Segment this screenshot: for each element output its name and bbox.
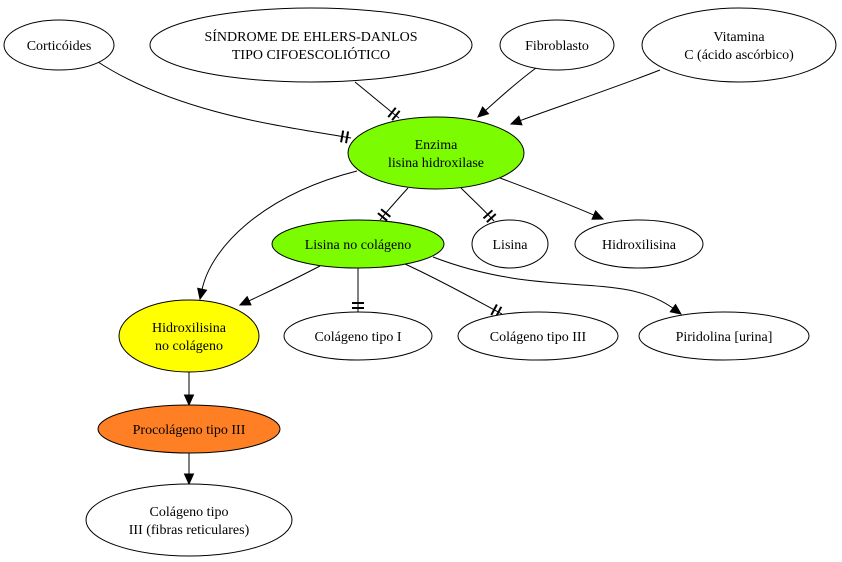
node-ellipse (283, 311, 433, 361)
node-ellipse (118, 299, 260, 373)
node-label: SÍNDROME DE EHLERS-DANLOS (204, 28, 417, 45)
node-ellipse (347, 116, 525, 190)
node-label: III (fibras reticulares) (129, 523, 250, 538)
node-vitamina: Vitamina C (ácido ascórbico) (641, 7, 837, 83)
arrowhead-icon (591, 210, 605, 220)
tee-bar-icon (377, 212, 388, 222)
node-label: Fibroblasto (525, 39, 589, 54)
node-label: Colágeno tipo (150, 505, 229, 520)
arrowhead-icon (477, 106, 490, 118)
node-ellipse (574, 219, 704, 269)
node-label: Colágeno tipo III (490, 330, 587, 345)
node-ellipse (638, 311, 810, 361)
node-enzima: Enzima lisina hidroxilase (347, 116, 525, 190)
tee-bar-icon (482, 209, 494, 220)
edge-line (460, 187, 495, 222)
edge-line (97, 61, 352, 139)
edge-fibroblasto-to-enzima (477, 67, 537, 118)
tee-bar-icon (486, 213, 497, 223)
edge-enzima-to-lisina (460, 187, 497, 223)
node-corticoides: Corticóides (3, 19, 115, 71)
node-ellipse (471, 219, 549, 269)
node-label: lisina hidroxilase (388, 156, 484, 171)
node-label: C (ácido ascórbico) (684, 48, 794, 63)
edge-line (404, 263, 503, 315)
arrowhead-icon (183, 473, 195, 486)
edge-procolageno-to-colageno-fibras (183, 452, 195, 486)
node-fibroblasto: Fibroblasto (499, 19, 615, 71)
node-label: TIPO CIFOESCOLIÓTICO (232, 46, 390, 63)
node-label: Hidroxilisina (152, 321, 227, 336)
node-lisina: Lisina (471, 219, 549, 269)
node-ellipse (97, 404, 281, 454)
node-ellipse (499, 19, 615, 71)
node-label: Colágeno tipo I (314, 330, 401, 345)
node-piridolina: Piridolina [urina] (638, 311, 810, 361)
edge-sindrome-to-enzima (354, 81, 401, 121)
arrowhead-icon (197, 287, 208, 301)
node-label: Lisina no colágeno (305, 238, 412, 253)
arrowhead-icon (238, 295, 252, 306)
node-label: Piridolina [urina] (676, 330, 773, 345)
node-ellipse (271, 219, 445, 269)
arrowhead-icon (183, 394, 195, 407)
edge-enzima-to-hidroxilisina (499, 177, 605, 220)
node-hidroxilisina-colageno: Hidroxilisina no colágeno (118, 299, 260, 373)
tee-bar-icon (345, 131, 350, 144)
edge-lisina-colageno-to-colageno-tipo-3 (404, 263, 503, 318)
tee-bar-icon (490, 303, 498, 316)
edge-hidroxilisina-colageno-to-procolageno (183, 371, 195, 407)
node-ellipse (149, 7, 473, 83)
edges-layer (97, 61, 682, 486)
arrowhead-icon (669, 303, 682, 315)
edge-line (432, 256, 674, 309)
node-label: Corticóides (27, 39, 92, 54)
edge-enzima-to-hidroxilisina-colageno (197, 170, 358, 301)
node-label: no colágeno (155, 339, 223, 354)
node-label: Vitamina (713, 30, 765, 45)
arrowhead-icon (509, 115, 523, 126)
node-ellipse (3, 19, 115, 71)
edge-enzima-to-lisina-colageno (377, 187, 409, 222)
edge-line (485, 67, 537, 111)
edge-lisina-colageno-to-piridolina (432, 256, 682, 315)
tee-bar-icon (380, 208, 391, 218)
edge-line (201, 170, 358, 290)
node-ellipse (85, 483, 293, 557)
node-colageno-tipo-1: Colágeno tipo I (283, 311, 433, 361)
edge-lisina-colageno-to-hidroxilisina-colageno (238, 265, 321, 306)
node-label: Lisina (493, 238, 529, 253)
edge-line (379, 187, 409, 221)
node-procolageno: Procolágeno tipo III (97, 404, 281, 454)
node-ellipse (641, 7, 837, 83)
node-label: Enzima (415, 138, 459, 153)
tee-bar-icon (387, 107, 397, 118)
nodes-layer: Corticóides SÍNDROME DE EHLERS-DANLOSTIPO… (3, 7, 837, 557)
edge-line (520, 69, 661, 122)
node-label: Hidroxilisina (602, 238, 677, 253)
node-colageno-tipo-3: Colágeno tipo III (457, 311, 619, 361)
node-lisina-colageno: Lisina no colágeno (271, 219, 445, 269)
node-hidroxilisina: Hidroxilisina (574, 219, 704, 269)
edge-line (248, 265, 321, 302)
tee-bar-icon (391, 110, 401, 121)
edge-vitamina-to-enzima (509, 69, 661, 126)
tee-bar-icon (340, 130, 345, 143)
edge-lisina-colageno-to-colageno-tipo-1 (352, 268, 364, 312)
node-label: Procolágeno tipo III (133, 423, 246, 438)
edge-corticoides-to-enzima (97, 61, 352, 144)
edge-line (499, 177, 595, 216)
node-ellipse (457, 311, 619, 361)
